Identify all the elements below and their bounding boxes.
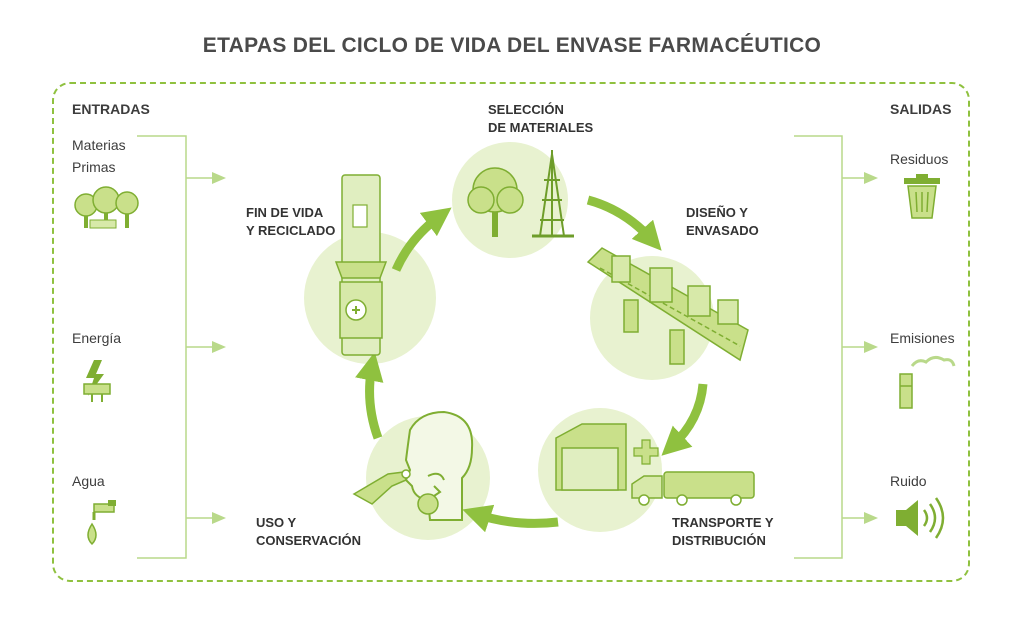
input-label-agua: Agua <box>72 473 105 489</box>
stage-label-uso-line1: USO Y <box>256 515 297 530</box>
input-label-materias-line2: Primas <box>72 159 116 175</box>
input-label-materias: Materias Primas <box>72 134 126 178</box>
stage-label-diseno: DISEÑO Y ENVASADO <box>686 204 759 240</box>
output-arrow-ruido <box>842 512 878 524</box>
stage-label-fin: FIN DE VIDA Y RECICLADO <box>246 204 335 240</box>
input-label-energia: Energía <box>72 330 122 346</box>
output-arrow-emisiones <box>842 341 878 353</box>
input-arrow-agua <box>186 512 226 524</box>
inputs-header: ENTRADAS <box>72 101 150 117</box>
stage-label-seleccion-line2: DE MATERIALES <box>488 120 594 135</box>
output-label-emisiones: Emisiones <box>890 330 955 346</box>
chimney-smoke-icon <box>899 355 956 409</box>
output-arrow-residuos <box>842 172 878 184</box>
stage-label-uso-line2: CONSERVACIÓN <box>256 533 361 548</box>
cycle-arrow-diseno-transporte <box>661 383 708 456</box>
truck-icon <box>631 471 755 506</box>
cycle-arrow-uso-fin <box>355 351 384 440</box>
speaker-sound-icon <box>896 497 945 539</box>
cycle-arrow-fin-seleccion <box>391 207 452 272</box>
stage-label-transporte: TRANSPORTE Y DISTRIBUCIÓN <box>672 514 774 550</box>
diagram-frame <box>52 82 970 582</box>
output-bracket <box>794 135 843 559</box>
stage-label-diseno-line1: DISEÑO Y <box>686 205 748 220</box>
stage-label-seleccion: SELECCIÓN DE MATERIALES <box>488 101 593 137</box>
stage-label-transporte-line1: TRANSPORTE Y <box>672 515 774 530</box>
input-label-materias-line1: Materias <box>72 137 126 153</box>
outputs-header: SALIDAS <box>890 101 952 117</box>
tree-icon <box>467 167 524 237</box>
input-arrow-materias <box>186 172 226 184</box>
recycling-column-icon <box>334 174 388 356</box>
diagram-title: ETAPAS DEL CICLO DE VIDA DEL ENVASE FARM… <box>202 34 822 57</box>
input-arrow-energia <box>186 341 226 353</box>
water-tap-icon <box>87 500 116 546</box>
stage-label-uso: USO Y CONSERVACIÓN <box>256 514 361 550</box>
electric-plug-icon <box>83 360 111 402</box>
head-profile-icon <box>404 410 474 521</box>
trees-icon <box>74 186 139 229</box>
stage-label-transporte-line2: DISTRIBUCIÓN <box>672 533 766 548</box>
hand-pill-icon <box>352 469 439 515</box>
output-label-ruido: Ruido <box>890 473 927 489</box>
oil-rig-icon <box>532 150 574 238</box>
cycle-arrow-seleccion-diseno <box>586 195 662 251</box>
trash-bin-icon <box>904 174 940 219</box>
output-label-residuos: Residuos <box>890 151 949 167</box>
stage-label-diseno-line2: ENVASADO <box>686 223 759 238</box>
warehouse-icon <box>555 423 659 491</box>
cycle-arrow-transporte-uso <box>462 504 559 533</box>
stage-label-fin-line2: Y RECICLADO <box>246 223 336 238</box>
input-bracket <box>137 135 187 559</box>
stage-label-seleccion-line1: SELECCIÓN <box>488 102 564 117</box>
packaging-line-icon <box>586 247 749 365</box>
stage-label-fin-line1: FIN DE VIDA <box>246 205 324 220</box>
